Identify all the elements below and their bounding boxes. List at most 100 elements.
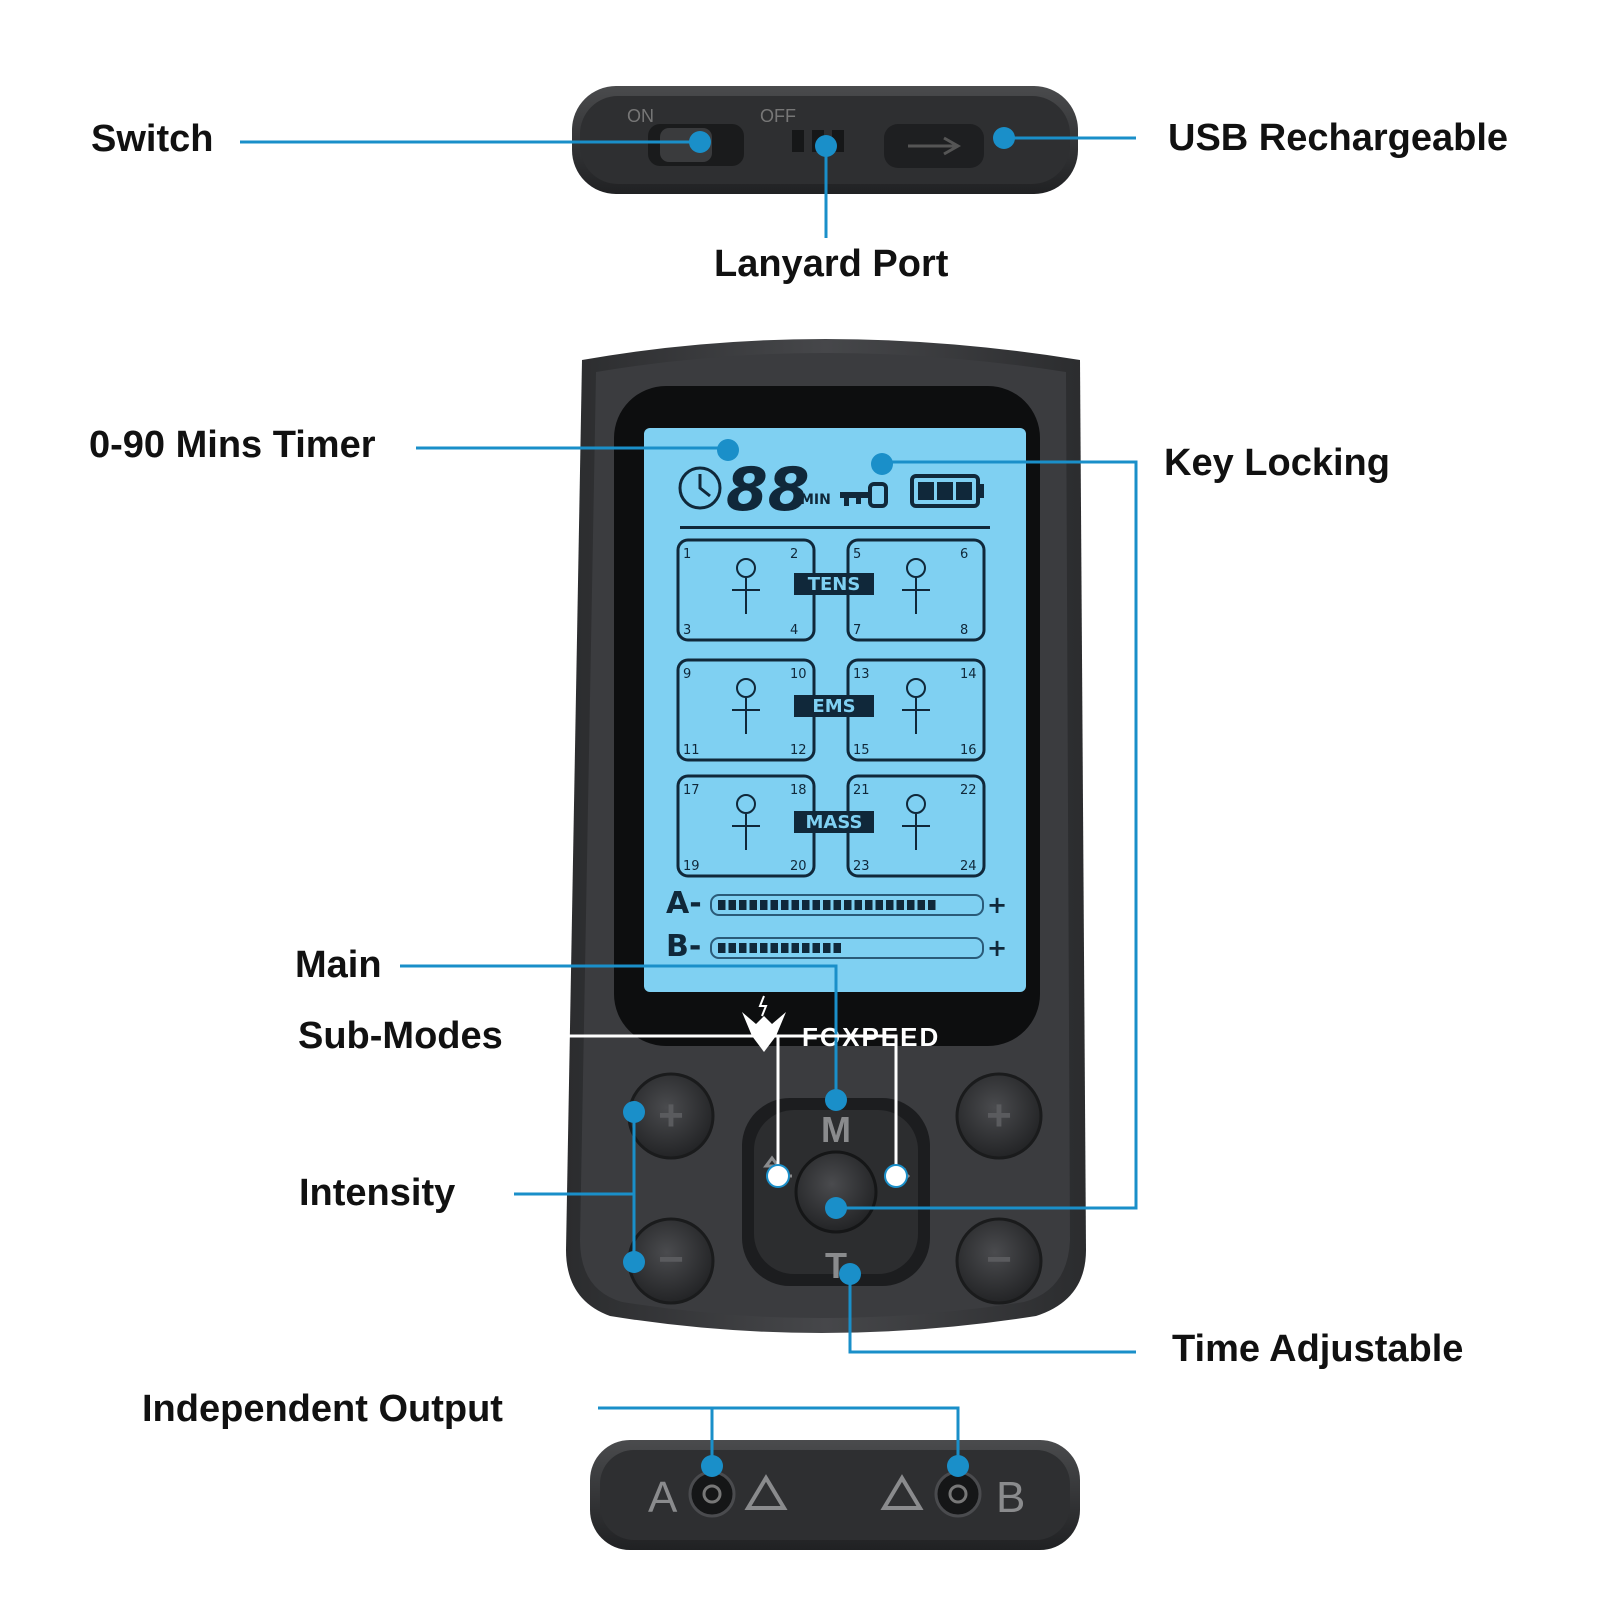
level-segment: [875, 900, 883, 910]
key-locking-callout-line: [836, 460, 1138, 1210]
program-number: 24: [960, 859, 977, 874]
channel-b-minus-button[interactable]: [955, 1217, 1043, 1305]
channel-a-label: A-: [666, 886, 702, 921]
warning-icon-b: [880, 1474, 924, 1510]
channel-a-track: [710, 894, 984, 916]
switch-off-text: OFF: [760, 106, 796, 126]
port-a-letter: A: [648, 1473, 678, 1522]
body-figure-icon: [736, 794, 756, 814]
program-number: 20: [790, 859, 807, 874]
lcd-divider: [680, 526, 990, 529]
timer-unit: MIN: [800, 492, 831, 508]
level-segment: [823, 900, 831, 910]
level-segment: [770, 900, 778, 910]
level-segment: [802, 943, 810, 953]
level-segment: [823, 943, 831, 953]
program-number: 23: [853, 859, 870, 874]
mode-ems-label: EMS: [812, 696, 855, 717]
channel-a-level-bar: [718, 900, 936, 910]
level-segment: [854, 900, 862, 910]
output-port-b: [934, 1470, 982, 1518]
channel-b-track: [710, 937, 984, 959]
main-label: Main: [295, 944, 382, 986]
level-segment: [749, 943, 757, 953]
key-locking-label: Key Locking: [1164, 442, 1390, 484]
switch-on-text: ON: [627, 106, 654, 126]
intensity-label: Intensity: [299, 1172, 456, 1214]
program-number: 13: [853, 667, 870, 682]
level-segment: [896, 900, 904, 910]
level-segment: [791, 943, 799, 953]
key-icon: [840, 482, 888, 508]
program-number: 1: [683, 547, 691, 562]
program-number: 2: [790, 547, 798, 562]
body-figure-icon: [736, 558, 756, 578]
mode-mass-tag: [794, 811, 874, 833]
mode-ems-tag: [794, 695, 874, 717]
mode-button-m[interactable]: M: [821, 1109, 851, 1150]
body-figure-icon: [906, 678, 926, 698]
level-segment: [907, 900, 915, 910]
clock-icon: [678, 466, 722, 510]
channel-b-minus-glyph: −: [986, 1235, 1012, 1284]
time-adjustable-label: Time Adjustable: [1172, 1328, 1464, 1370]
program-number: 15: [853, 743, 870, 758]
level-segment: [760, 900, 768, 910]
channel-b-plus: +: [987, 934, 1007, 962]
channel-b-level-bar: [718, 943, 841, 953]
level-segment: [928, 900, 936, 910]
level-segment: [812, 943, 820, 953]
switch-label: Switch: [91, 118, 214, 160]
level-segment: [833, 900, 841, 910]
program-number: 21: [853, 783, 870, 798]
program-number: 6: [960, 547, 968, 562]
level-segment: [718, 900, 726, 910]
program-number: 16: [960, 743, 977, 758]
level-segment: [781, 900, 789, 910]
level-segment: [812, 900, 820, 910]
level-segment: [917, 900, 925, 910]
sub-modes-callout-line: [546, 1034, 898, 1176]
body-figure-icon: [736, 678, 756, 698]
sub-modes-dots: [766, 1164, 908, 1188]
output-port-a: [688, 1470, 736, 1518]
body-figure-icon: [906, 794, 926, 814]
channel-a-minus-glyph: −: [658, 1235, 684, 1284]
battery-icon: [910, 474, 984, 508]
bottom-view: A B: [590, 1440, 1080, 1550]
program-number: 10: [790, 667, 807, 682]
timer-digits: 88: [726, 455, 810, 525]
program-number: 17: [683, 783, 700, 798]
center-lock-button[interactable]: [794, 1150, 878, 1234]
usb-icon: [908, 136, 962, 156]
level-segment: [749, 900, 757, 910]
level-segment: [728, 900, 736, 910]
channel-b-plus-glyph: +: [986, 1091, 1012, 1140]
program-number: 22: [960, 783, 977, 798]
level-segment: [770, 943, 778, 953]
independent-output-label: Independent Output: [142, 1388, 503, 1430]
warning-icon-a: [744, 1474, 788, 1510]
mode-tens-label: TENS: [808, 574, 861, 595]
channel-b-plus-button[interactable]: [955, 1072, 1043, 1160]
level-segment: [865, 900, 873, 910]
callout-dots: [623, 127, 1015, 1477]
channel-a-plus: +: [987, 891, 1007, 919]
program-number: 8: [960, 623, 968, 638]
level-segment: [833, 943, 841, 953]
time-adjustable-callout-line: [848, 1274, 1136, 1354]
program-number: 12: [790, 743, 807, 758]
program-number: 18: [790, 783, 807, 798]
channel-a-plus-glyph: +: [658, 1091, 684, 1140]
mode-tens-tag: [794, 573, 874, 595]
program-number: 3: [683, 623, 691, 638]
level-segment: [728, 943, 736, 953]
body-figure-icon: [906, 558, 926, 578]
program-number: 9: [683, 667, 691, 682]
channel-b-label: B-: [666, 929, 701, 964]
level-segment: [791, 900, 799, 910]
